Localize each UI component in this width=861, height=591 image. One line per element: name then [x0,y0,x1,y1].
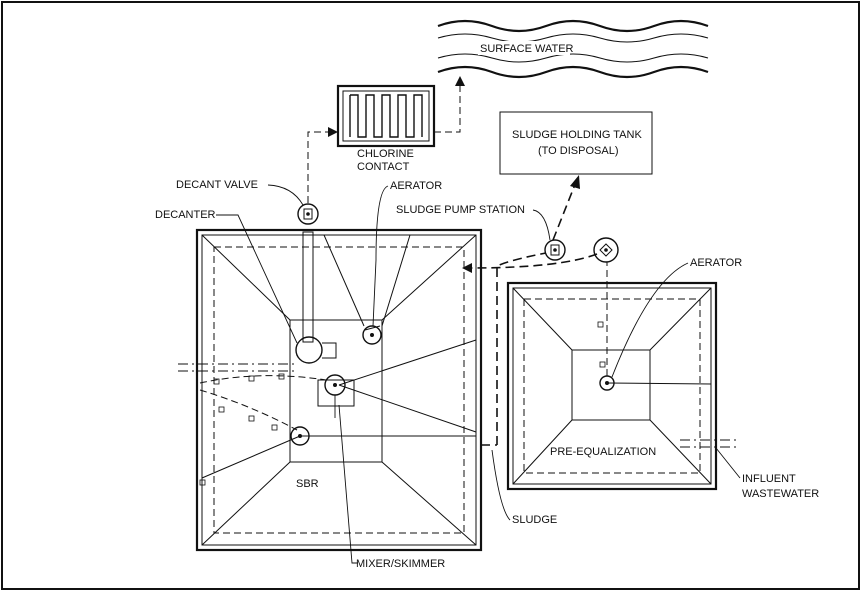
pre-equalization-label: PRE-EQUALIZATION [550,446,656,458]
surface-water-label: SURFACE WATER [480,43,574,55]
sludge-label: SLUDGE [512,514,557,526]
sludge-pump-station-label: SLUDGE PUMP STATION [396,204,525,216]
aerator-top-label: AERATOR [390,180,442,192]
holding-tank-line2: (TO DISPOSAL) [538,145,618,157]
decanter-label: DECANTER [155,209,216,221]
pre-eq-pump [593,237,619,263]
arrow-to-surface-water [455,76,465,86]
sbr-aerator-bottom [290,426,310,446]
pre-equalization-tank: PRE-EQUALIZATION [506,281,718,491]
chlorine-label-line2: CONTACT [357,161,410,173]
surface-water: SURFACE WATER [437,19,709,79]
sludge-holding-tank: SLUDGE HOLDING TANK (TO DISPOSAL) [499,111,653,175]
influent-label-line1: INFLUENT [742,473,796,485]
sbr-label: SBR [296,478,319,490]
sbr-tank: SBR [195,228,483,552]
chlorine-contact-tank: CHLORINE CONTACT [336,84,436,173]
mixer-skimmer [317,374,355,418]
decant-valve [297,203,319,225]
arrow-to-holding-tank [570,175,580,189]
arrow-to-chlorine [328,127,338,137]
arrow-to-sbr [462,263,472,273]
influent-label-line2: WASTEWATER [742,488,819,500]
aerator-right-label: AERATOR [690,257,742,269]
decanter [295,231,337,364]
pre-eq-aerator [597,262,712,391]
float-markers [199,373,285,486]
chlorine-label-line1: CHLORINE [357,148,414,160]
sbr-aerator-top [362,325,382,345]
mixer-skimmer-label: MIXER/SKIMMER [356,558,445,570]
sludge-pump-station [544,239,566,261]
holding-tank-line1: SLUDGE HOLDING TANK [512,129,642,141]
decant-valve-label: DECANT VALVE [176,179,258,191]
